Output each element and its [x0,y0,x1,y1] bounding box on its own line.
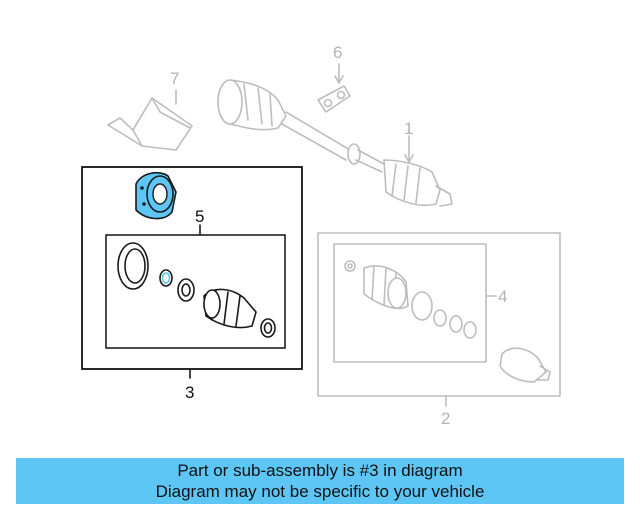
part-6-bracket[interactable] [317,63,351,113]
callout-4: 4 [498,287,507,306]
banner-line-2: Diagram may not be specific to your vehi… [155,482,485,501]
part-2-outer-joint-kit[interactable] [317,232,561,407]
inner-cv-joint-highlighted[interactable] [135,171,177,220]
part-1-axle-shaft[interactable] [217,79,453,207]
callout-6: 6 [333,43,342,62]
part-3-inner-joint-kit[interactable] [81,166,303,379]
callout-2: 2 [441,409,450,428]
callout-1: 1 [404,119,413,138]
part-7-heat-shield[interactable] [107,89,193,151]
callout-3: 3 [185,383,194,402]
callout-7: 7 [170,69,179,88]
callout-5: 5 [195,207,204,226]
banner-line-1: Part or sub-assembly is #3 in diagram [177,461,463,480]
parts-diagram: 7 6 1 [81,43,561,428]
info-banner: Part or sub-assembly is #3 in diagram Di… [16,458,624,504]
